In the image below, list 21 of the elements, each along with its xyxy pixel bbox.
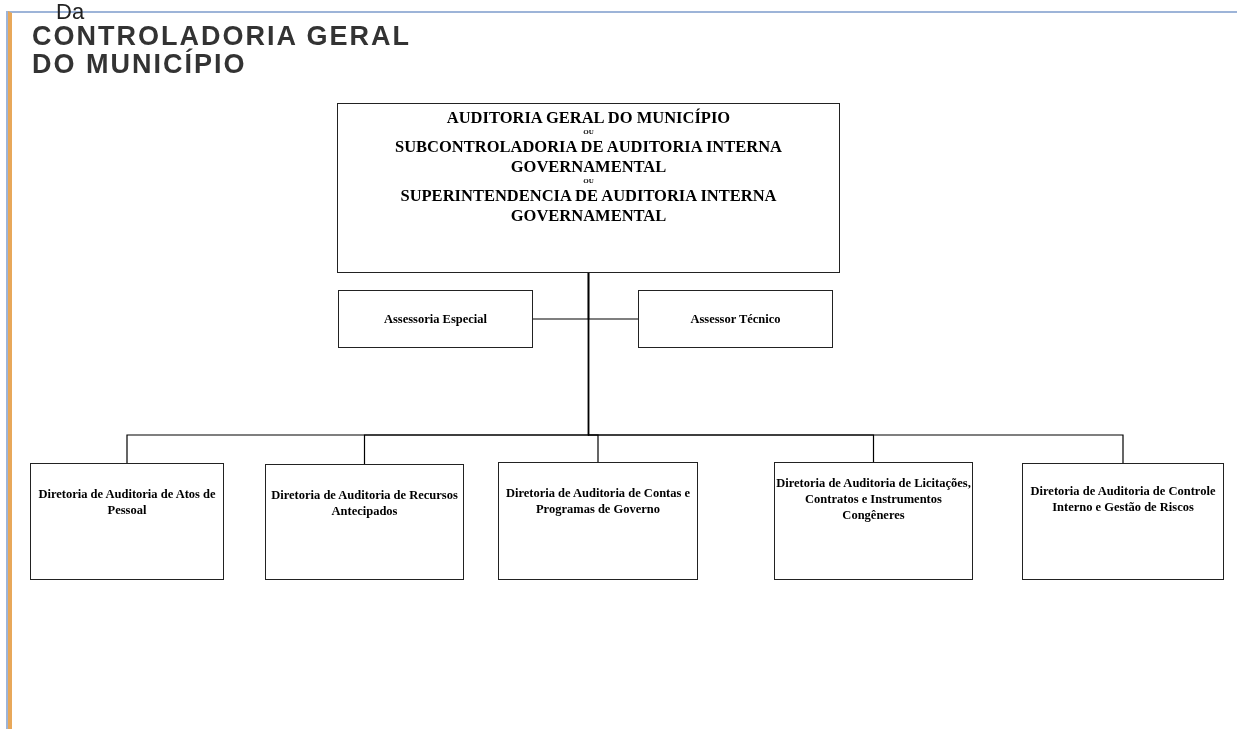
unit-name: Diretoria de Auditoria de Contas e Programas de Governo bbox=[504, 485, 692, 517]
org-box bbox=[265, 464, 464, 580]
unit-name: Assessoria Especial bbox=[383, 311, 488, 327]
unit-name: Assessor Técnico bbox=[690, 311, 781, 327]
unit-title: AUDITORIA GERAL DO MUNICÍPIO bbox=[446, 108, 731, 128]
org-box bbox=[638, 290, 833, 348]
connector-line bbox=[587, 272, 1124, 464]
cut-off-text: Da bbox=[56, 1, 85, 23]
org-box bbox=[1022, 463, 1224, 580]
org-box bbox=[30, 463, 224, 580]
unit-title: SUPERINTENDENCIA DE AUDITORIA INTERNA GOVERNAMENTAL bbox=[399, 186, 778, 226]
unit-name: Diretoria de Auditoria de Recursos Antecipados bbox=[270, 487, 459, 519]
page-title: CONTROLADORIA GERAL DO MUNICÍPIO bbox=[32, 22, 412, 78]
org-box bbox=[337, 103, 840, 273]
unit-name: Diretoria de Auditoria de Controle Interno e Gestão de Riscos bbox=[1029, 483, 1217, 515]
org-box bbox=[774, 462, 973, 580]
unit-name: Diretoria de Auditoria de Licitações, Contratos e Instrumentos Congêneres bbox=[776, 475, 971, 523]
unit-name: Diretoria de Auditoria de Atos de Pessoal bbox=[37, 486, 217, 518]
org-box bbox=[338, 290, 533, 348]
org-box bbox=[498, 462, 698, 580]
unit-title: SUBCONTROLADORIA DE AUDITORIA INTERNA GOVERNAMENTAL bbox=[393, 137, 784, 177]
